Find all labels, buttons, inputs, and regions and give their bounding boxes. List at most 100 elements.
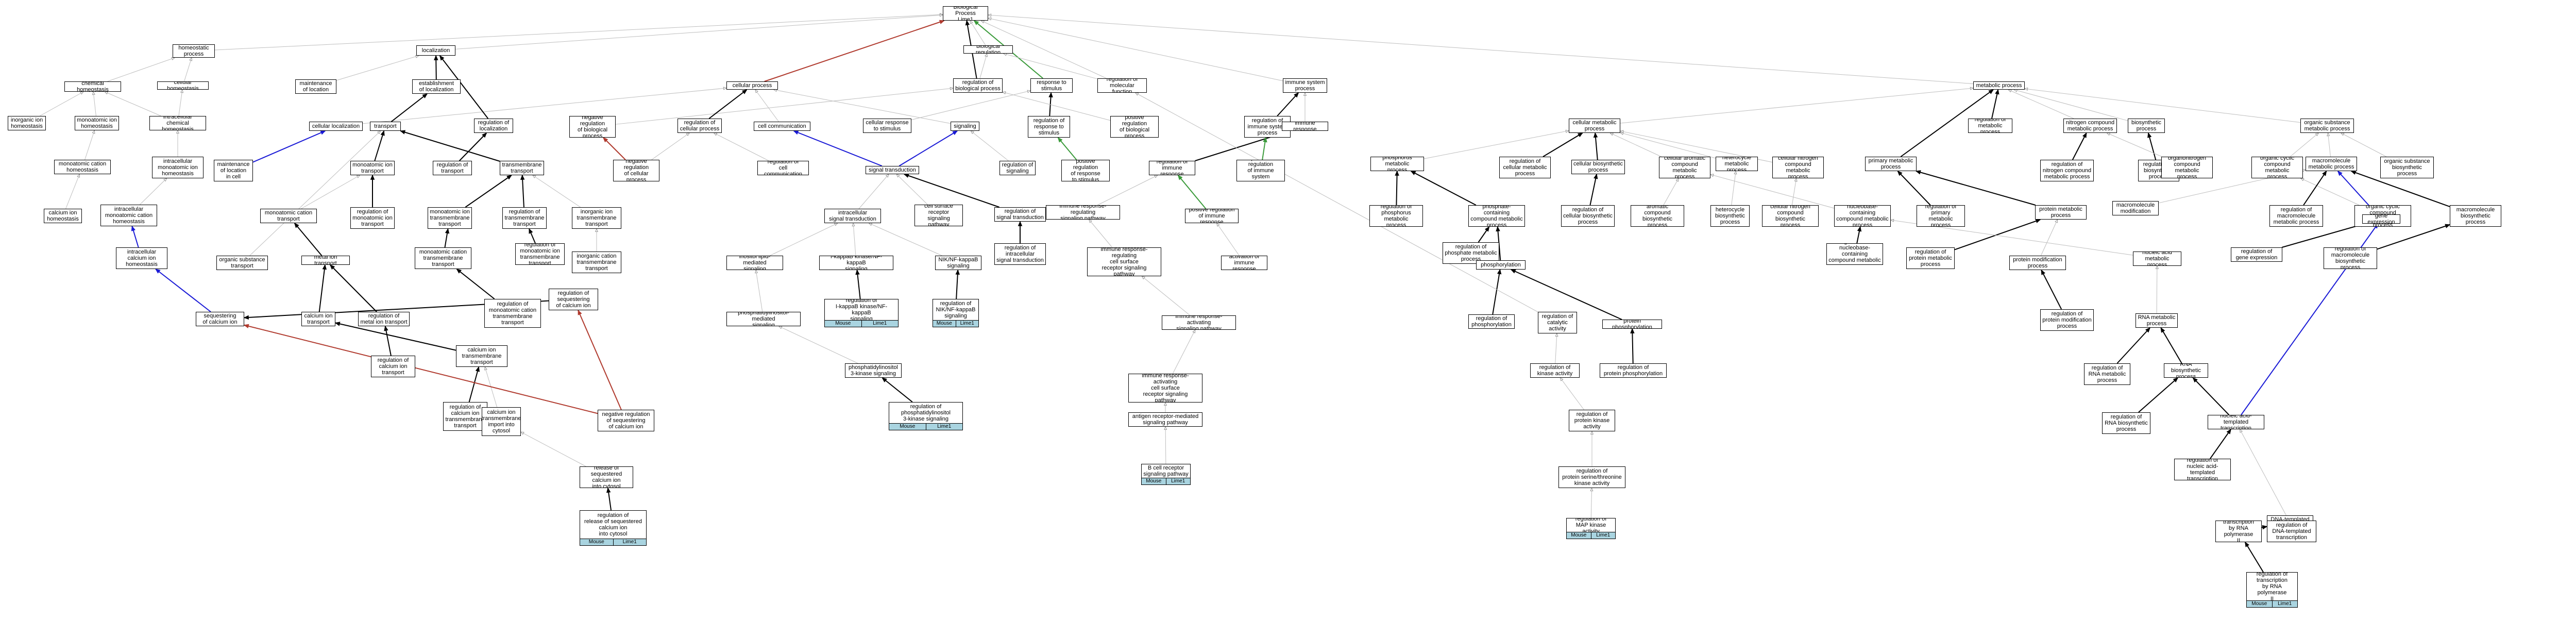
- go-term-immsys[interactable]: immune system process: [1283, 78, 1327, 93]
- go-term-posregimmsys[interactable]: positive regulation of immune system pro…: [1236, 160, 1285, 181]
- species-tag[interactable]: Mouse: [1142, 478, 1166, 484]
- gene-tag[interactable]: Lime1: [956, 321, 978, 327]
- go-term-phosphorylation[interactable]: phosphorylation: [1476, 260, 1526, 270]
- go-term-regmonoion[interactable]: regulation of monoatomic ion transport: [350, 207, 395, 229]
- go-term-intramonocation[interactable]: intracellular monoatomic cation homeosta…: [100, 205, 157, 226]
- go-term-regphosphoryl[interactable]: regulation of phosphorylation: [1468, 314, 1515, 329]
- go-term-calcionhomeo[interactable]: calcium ion homeostasis: [44, 209, 82, 223]
- go-term-posregimmresp[interactable]: positive regulation of immune response: [1185, 209, 1239, 223]
- go-term-intracellchem[interactable]: intracellular chemical homeostasis: [149, 116, 206, 130]
- go-term-imm_surface[interactable]: immune response-regulating cell surface …: [1087, 247, 1161, 276]
- go-term-regprotmod[interactable]: regulation of protein modification proce…: [2040, 309, 2094, 331]
- go-term-regimmresp[interactable]: regulation of immune response: [1149, 161, 1195, 175]
- go-term-protmod[interactable]: protein modification process: [2009, 256, 2066, 270]
- go-term-organonitro[interactable]: organonitrogen compound metabolic proces…: [2161, 157, 2213, 178]
- go-term-tmtrans[interactable]: transmembrane transport: [500, 161, 544, 175]
- go-term-estloc[interactable]: establishment of localization: [412, 79, 461, 94]
- go-term-protphos[interactable]: protein phosphorylation: [1602, 320, 1662, 329]
- go-term-bcellrec[interactable]: B cell receptor signaling pathway: [1141, 464, 1191, 478]
- go-term-cellloc[interactable]: cellular localization: [309, 122, 363, 131]
- go-term-reggeneexp[interactable]: regulation of gene expression: [2231, 247, 2282, 262]
- go-term-rnametab[interactable]: RNA metabolic process: [2136, 313, 2178, 328]
- species-tag[interactable]: Mouse: [2247, 601, 2273, 607]
- go-term-regphosphatidyl[interactable]: regulation of phosphatidylinositol 3-kin…: [889, 402, 963, 424]
- go-term-resp[interactable]: response to stimulus: [1030, 78, 1073, 93]
- go-term-orgsubbio[interactable]: organic substance biosynthetic process: [2380, 157, 2434, 178]
- go-term-macromol[interactable]: macromolecule metabolic process: [2306, 157, 2357, 171]
- go-term-regcellbiosyn[interactable]: regulation of cellular biosynthetic proc…: [1561, 205, 1615, 227]
- go-term-regloc[interactable]: regulation of localization: [474, 119, 513, 133]
- species-tag[interactable]: Mouse: [933, 321, 956, 327]
- go-term-releaseseq[interactable]: release of sequestered calcium ion into …: [580, 466, 633, 488]
- go-term-homeo[interactable]: homeostatic process: [173, 44, 215, 58]
- species-tag[interactable]: Mouse: [889, 424, 926, 430]
- go-term-regintrasig[interactable]: regulation of intracellular signal trans…: [994, 243, 1046, 265]
- go-term-regmolfun[interactable]: regulation of molecular function: [1097, 78, 1147, 93]
- go-term-antigenrec[interactable]: antigen receptor-mediated signaling path…: [1128, 412, 1202, 427]
- gene-tag[interactable]: Lime1: [926, 424, 962, 430]
- go-term-macromodif[interactable]: macromolecule modification: [2112, 201, 2159, 215]
- go-term-chemhomeo[interactable]: chemical homeostasis: [64, 81, 121, 92]
- go-term-phosphate[interactable]: phosphate-containing compound metabolic …: [1468, 205, 1525, 227]
- go-term-regphosphate[interactable]: regulation of phosphate metabolic proces…: [1443, 242, 1499, 264]
- go-term-regtrans[interactable]: regulation of transport: [433, 161, 472, 175]
- go-term-regprotphos[interactable]: regulation of protein phosphorylation: [1600, 363, 1667, 378]
- go-term-regrelease[interactable]: regulation of release of sequestered cal…: [580, 510, 647, 539]
- gene-tag[interactable]: Lime1: [1166, 478, 1190, 484]
- go-term-biosyn[interactable]: biosynthetic process: [2128, 119, 2165, 133]
- go-term-monoionhomeo[interactable]: monoatomic ion homeostasis: [75, 116, 119, 130]
- go-term-regikappab[interactable]: regulation of I-kappaB kinase/NF-kappaB …: [824, 299, 899, 321]
- go-term-orgsub[interactable]: organic substance metabolic process: [2300, 119, 2354, 133]
- go-term-regmapk[interactable]: regulation of MAP kinase activity: [1566, 518, 1616, 532]
- go-term-regcalcionsm[interactable]: regulation of calcium ion transmembrane …: [443, 402, 487, 431]
- go-term-regseqcalc[interactable]: regulation of sequestering of calcium io…: [549, 289, 598, 310]
- go-term-calcionsm[interactable]: calcium ion transmembrane transport: [456, 345, 507, 367]
- go-term-rnabiosyn[interactable]: RNA biosynthetic process: [2164, 363, 2208, 378]
- go-term-regprotmetab[interactable]: regulation of protein metabolic process: [1906, 247, 1955, 269]
- go-term-regrnabiosyn[interactable]: regulation of RNA biosynthetic process: [2102, 412, 2150, 434]
- go-term-immresp[interactable]: immune response: [1282, 122, 1328, 131]
- go-term-regprotser[interactable]: regulation of protein serine/threonine k…: [1558, 466, 1625, 488]
- go-term-actimm[interactable]: activation of immune response: [1221, 256, 1267, 270]
- go-term-regcellcomm[interactable]: regulation of cell communication: [757, 161, 809, 175]
- go-term-inorgion[interactable]: inorganic ion homeostasis: [8, 116, 46, 130]
- go-term-maintloc[interactable]: maintenance of location: [295, 79, 336, 94]
- go-term-calciontrans[interactable]: calcium ion transport: [301, 312, 335, 326]
- gene-tag[interactable]: Lime1: [613, 539, 646, 545]
- go-term-cellbiosyn[interactable]: cellular biosynthetic process: [1571, 160, 1625, 174]
- go-term-nucleictemp[interactable]: nucleic acid-templated transcription: [2208, 415, 2264, 429]
- go-term-regkinase[interactable]: regulation of kinase activity: [1530, 363, 1580, 378]
- go-term-nitrocomp[interactable]: nitrogen compound metabolic process: [2063, 119, 2117, 133]
- go-term-regrnametab[interactable]: regulation of RNA metabolic process: [2084, 363, 2130, 385]
- go-term-nucleobase[interactable]: nucleobase-containing compound metabolic…: [1834, 205, 1891, 227]
- go-term-regdnatemp[interactable]: regulation of DNA-templated transcriptio…: [2267, 521, 2316, 542]
- go-term-intracalcium[interactable]: intracellular calcium ion homeostasis: [116, 247, 167, 269]
- gene-tag[interactable]: Lime1: [1591, 532, 1615, 539]
- go-term-monocationhomeo[interactable]: monoatomic cation homeostasis: [54, 160, 111, 174]
- go-term-regnucleictemp[interactable]: regulation of nucleic acid-templated tra…: [2174, 459, 2231, 480]
- go-term-regmonocationtm[interactable]: regulation of monoatomic cation transmem…: [484, 299, 541, 328]
- go-term-seqcalc[interactable]: sequestering of calcium ion: [196, 312, 244, 326]
- go-term-regresp[interactable]: regulation of response to stimulus: [1028, 116, 1070, 138]
- go-term-cellcomm[interactable]: cell communication: [754, 122, 810, 131]
- go-term-metaliontrans[interactable]: metal ion transport: [301, 256, 350, 265]
- go-term-hetero[interactable]: heterocycle metabolic process: [1716, 157, 1758, 171]
- go-term-regmonoiontm[interactable]: regulation of monoatomic ion transmembra…: [515, 243, 565, 265]
- go-term-posregresp[interactable]: positive regulation of response to stimu…: [1061, 160, 1110, 181]
- species-tag[interactable]: Mouse: [1567, 532, 1591, 539]
- go-term-regsig[interactable]: regulation of signaling: [999, 161, 1036, 175]
- go-term-nik[interactable]: NIK/NF-kappaB signaling: [935, 256, 981, 270]
- go-term-posregbio[interactable]: positive regulation of biological proces…: [1110, 116, 1159, 138]
- go-term-geneexp[interactable]: gene expression: [2362, 214, 2400, 224]
- gene-tag[interactable]: Lime1: [861, 321, 898, 327]
- go-term-macrobio[interactable]: macromolecule biosynthetic process: [2450, 205, 2501, 227]
- go-term-ikappab[interactable]: I-kappaB kinase/NF-kappaB signaling: [819, 256, 893, 270]
- go-term-cellarom[interactable]: cellular aromatic compound metabolic pro…: [1659, 157, 1710, 178]
- go-term-regbio[interactable]: regulation of biological process: [953, 78, 1003, 93]
- go-term-inositol[interactable]: inositol lipid-mediated signaling: [726, 256, 783, 270]
- go-term-orgcyc[interactable]: organic cyclic compound metabolic proces…: [2251, 157, 2303, 178]
- go-term-regphosmetab[interactable]: regulation of phosphorus metabolic proce…: [1369, 205, 1423, 227]
- go-term-cellproc[interactable]: cellular process: [726, 81, 778, 90]
- go-term-regmacrobio[interactable]: regulation of macromolecule biosynthetic…: [2324, 247, 2377, 269]
- go-term-protmetab[interactable]: protein metabolic process: [2035, 205, 2087, 220]
